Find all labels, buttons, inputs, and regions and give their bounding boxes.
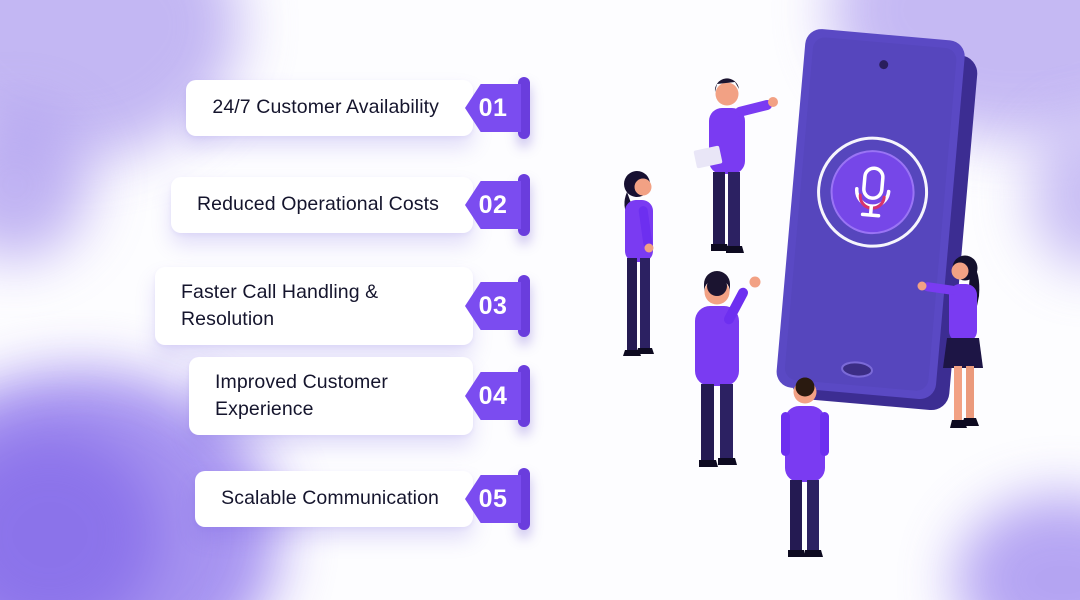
benefit-label-4: Improved Customer Experience: [189, 357, 473, 435]
background-blob-bottom-left-inner: [0, 430, 160, 600]
badge-end-bar: [518, 365, 530, 427]
benefit-number-4: 04: [478, 381, 508, 410]
badge-end-bar: [518, 468, 530, 530]
person-man-top: [693, 78, 778, 253]
benefit-item-5: Scalable Communication 05: [195, 468, 530, 530]
badge-end-bar: [518, 174, 530, 236]
person-man-center-back: [695, 271, 761, 467]
benefit-number-badge-3: 03: [465, 275, 530, 337]
benefit-number-badge-1: 01: [465, 77, 530, 139]
badge-arrow-shape: 05: [465, 475, 521, 523]
benefit-label-2: Reduced Operational Costs: [170, 177, 473, 233]
benefit-number-badge-4: 04: [465, 365, 530, 427]
benefit-number-badge-5: 05: [465, 468, 530, 530]
benefit-label-1: 24/7 Customer Availability: [186, 80, 473, 136]
badge-arrow-shape: 01: [465, 84, 521, 132]
badge-arrow-shape: 02: [465, 181, 521, 229]
badge-arrow-shape: 03: [465, 282, 521, 330]
person-woman-left: [623, 171, 654, 356]
benefit-item-2: Reduced Operational Costs 02: [170, 174, 530, 236]
badge-end-bar: [518, 77, 530, 139]
voice-assistant-illustration: [623, 29, 983, 557]
benefit-number-3: 03: [478, 291, 508, 320]
person-man-bottom-back: [781, 377, 829, 557]
benefit-item-4: Improved Customer Experience 04: [189, 357, 530, 435]
benefit-number-2: 02: [478, 190, 508, 219]
benefit-label-5: Scalable Communication: [195, 471, 473, 527]
tablet-device: [776, 29, 978, 411]
microphone-icon: [817, 136, 929, 248]
benefit-label-3: Faster Call Handling & Resolution: [155, 267, 473, 345]
person-woman-right: [917, 255, 983, 428]
background-blob-left: [0, 110, 90, 260]
benefit-number-badge-2: 02: [465, 174, 530, 236]
badge-end-bar: [518, 275, 530, 337]
benefit-item-3: Faster Call Handling & Resolution 03: [155, 267, 530, 345]
badge-arrow-shape: 04: [465, 372, 521, 420]
benefit-number-1: 01: [478, 93, 508, 122]
benefit-number-5: 05: [478, 484, 508, 513]
benefit-item-1: 24/7 Customer Availability 01: [186, 77, 530, 139]
